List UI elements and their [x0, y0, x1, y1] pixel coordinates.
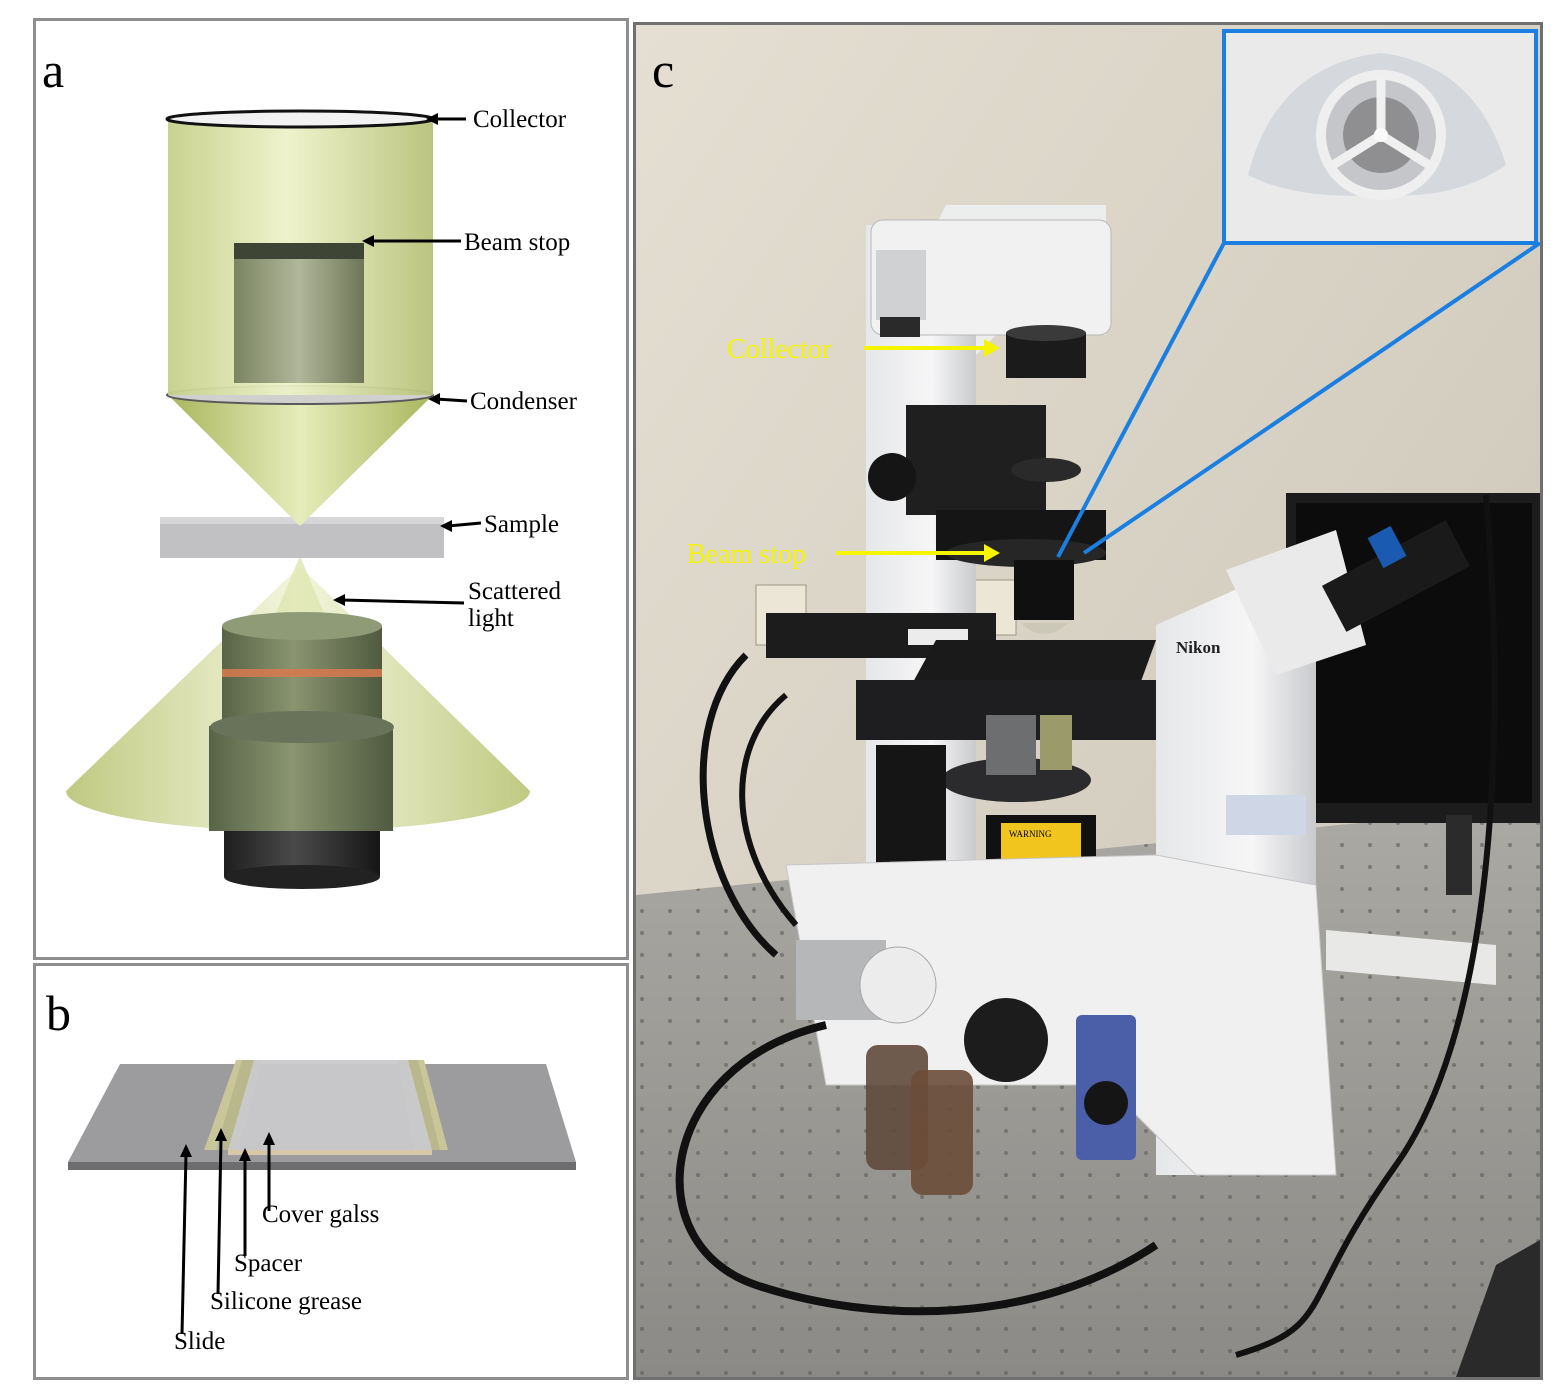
- scattering-setup-diagram: Collector Beam stop Condenser Sample Sca…: [66, 106, 578, 889]
- objective-lower: [209, 726, 393, 831]
- arrowhead-spacer: [239, 1148, 251, 1161]
- objective-top: [222, 612, 382, 640]
- power-strip: [1326, 930, 1496, 985]
- arrowhead-collector: [426, 113, 438, 125]
- callout-scattered-2: light: [468, 605, 514, 632]
- leader-scattered: [340, 598, 465, 605]
- arrowhead-slide: [180, 1144, 192, 1157]
- focus-knob: [964, 998, 1048, 1082]
- illuminator-arm: [870, 219, 1112, 336]
- callout-silicone-grease: Silicone grease: [210, 1288, 362, 1315]
- callout-slide: Slide: [174, 1328, 225, 1355]
- photo-callout-collector: Collector: [727, 334, 832, 365]
- objective-orange-band: [222, 669, 382, 677]
- spacer-left: [216, 1060, 256, 1150]
- leader-sample: [447, 521, 482, 528]
- beam-stop-top: [234, 243, 364, 259]
- objective-bottle-2: [911, 1070, 973, 1195]
- condenser-assembly: [906, 405, 1046, 515]
- microscope-photo: WARNING Nikon: [636, 25, 1540, 1377]
- sample-cell-diagram: Cover galss Spacer Silicone grease Slide: [68, 1060, 576, 1355]
- panel-a: a: [33, 18, 629, 960]
- panel-c-label: c: [652, 42, 675, 98]
- callout-beam-stop: Beam stop: [464, 229, 570, 256]
- callout-condenser: Condenser: [470, 388, 578, 415]
- brand-nikon: Nikon: [1176, 638, 1221, 657]
- leader-silicone-grease: [216, 1137, 223, 1295]
- arrowhead-scattered: [333, 594, 345, 606]
- callout-collector: Collector: [473, 106, 567, 133]
- sample-slide: [160, 517, 444, 558]
- yellow-arrowhead-collector: [984, 339, 1000, 357]
- arrowhead-sample: [440, 520, 452, 532]
- cover-glass: [228, 1060, 432, 1150]
- callout-sample: Sample: [484, 511, 559, 538]
- yellow-arrowhead-beam-stop: [984, 544, 1000, 562]
- cable-2: [675, 1021, 1159, 1316]
- arrowhead-condenser: [428, 393, 440, 405]
- binocular-head: [1226, 530, 1366, 675]
- camera-body: [1321, 520, 1471, 632]
- panel-b-label: b: [46, 985, 71, 1041]
- inset-connector-right: [1082, 241, 1540, 555]
- inset-connector-left: [1056, 242, 1226, 558]
- objective-step: [210, 711, 394, 743]
- objective-bottom: [224, 865, 380, 889]
- callout-cover-glass: Cover galss: [262, 1201, 379, 1228]
- glass-slide-edge: [68, 1162, 576, 1170]
- arrowhead-silicone-grease: [215, 1128, 227, 1141]
- cable-1: [699, 652, 779, 958]
- panel-b: b Cover galss Spacer Silicone g: [33, 963, 629, 1380]
- photo-callout-beam-stop: Beam stop: [687, 539, 806, 570]
- callout-spacer: Spacer: [234, 1250, 303, 1277]
- beam-stop-holder: [1014, 560, 1074, 620]
- callout-scattered-1: Scattered: [468, 578, 562, 605]
- arrowhead-beam-stop: [362, 235, 374, 247]
- beam-stop-cylinder: [234, 243, 364, 383]
- condenser-cone: [168, 395, 433, 526]
- arrowhead-cover-glass: [263, 1132, 275, 1145]
- leader-condenser: [435, 397, 468, 403]
- panel-c: WARNING Nikon: [633, 22, 1543, 1380]
- warning-text: WARNING: [1009, 829, 1052, 839]
- leader-slide: [180, 1153, 188, 1335]
- collector-rim: [165, 109, 435, 129]
- panel-a-label: a: [42, 42, 65, 98]
